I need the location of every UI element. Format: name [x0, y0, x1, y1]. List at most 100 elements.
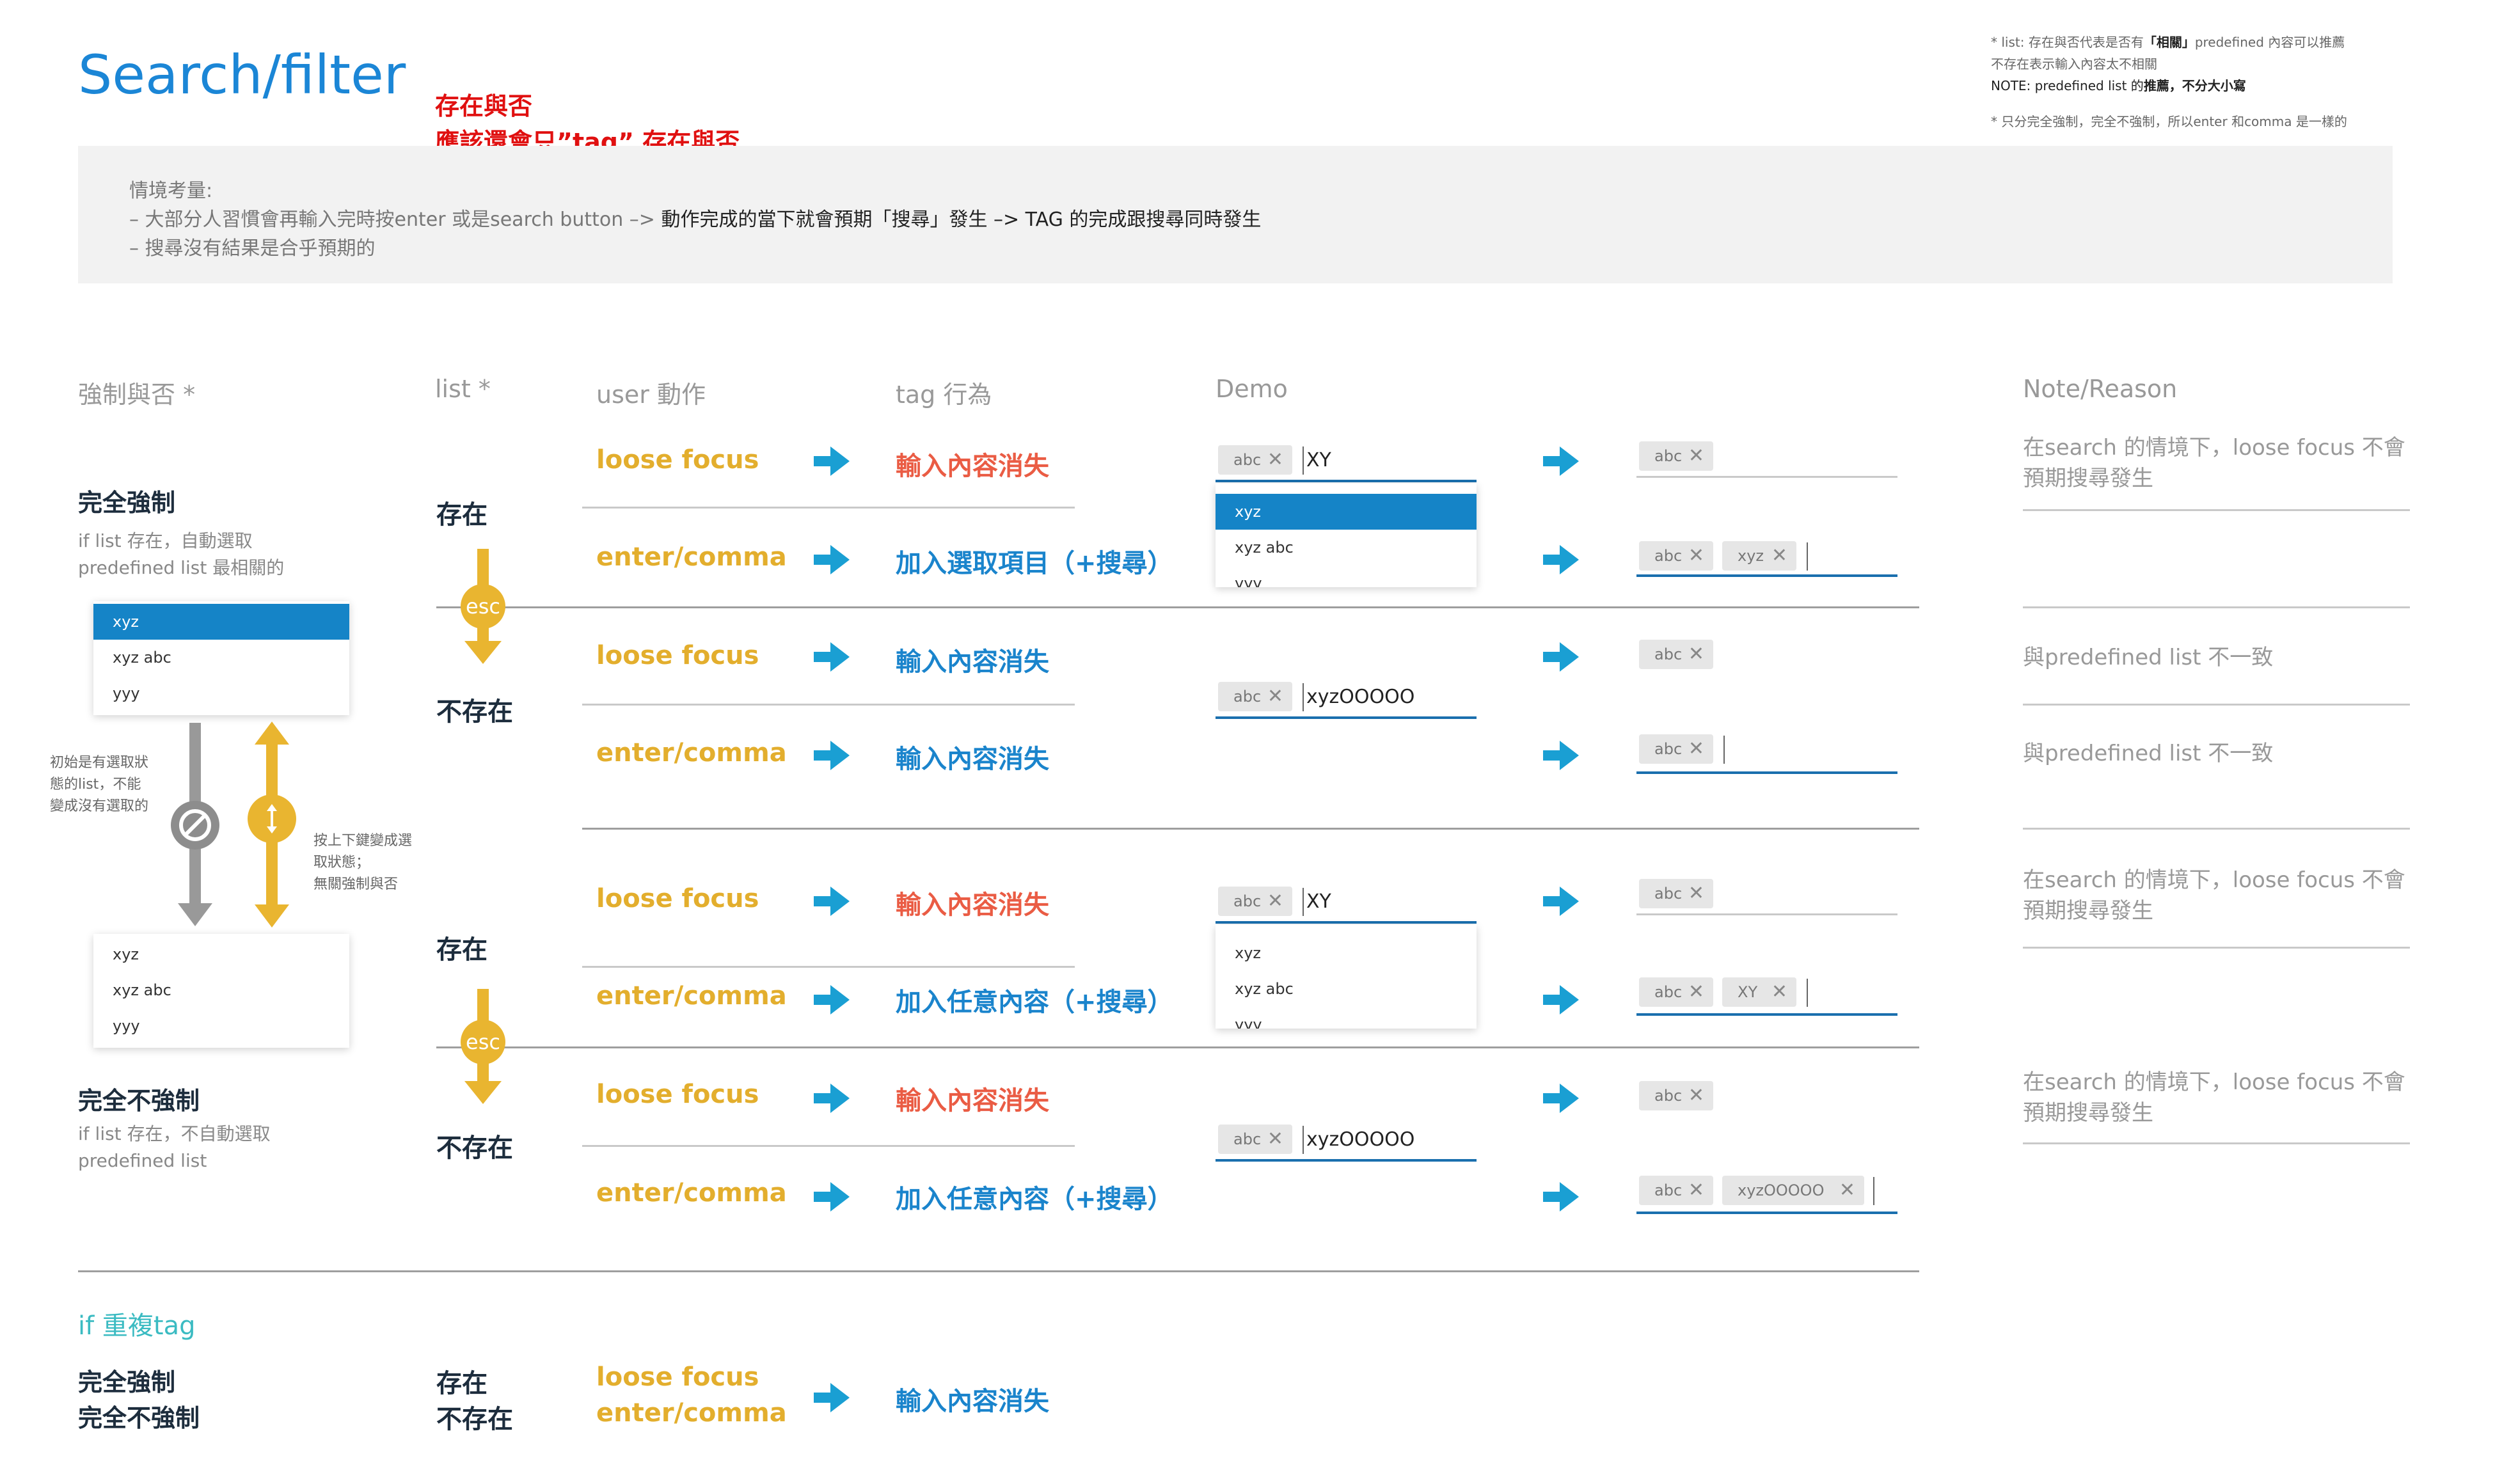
right-arrow-icon — [1543, 545, 1579, 574]
right-arrow-icon — [1543, 1182, 1579, 1212]
suggestion-dropdown: xyz xyz abc yyy — [1216, 925, 1477, 1029]
tag-chip[interactable]: abc✕ — [1218, 445, 1292, 475]
note-divider — [2023, 1142, 2410, 1144]
close-icon[interactable]: ✕ — [1688, 445, 1704, 467]
right-arrow-icon — [814, 642, 850, 672]
divider — [436, 1046, 1919, 1048]
input-underline — [1216, 716, 1477, 719]
list-item[interactable]: xyz — [1216, 494, 1477, 530]
close-icon[interactable]: ✕ — [1688, 544, 1704, 567]
list-item[interactable]: xyz — [113, 945, 139, 963]
close-icon[interactable]: ✕ — [1839, 1179, 1855, 1201]
action-loose-focus: loose focus — [596, 884, 759, 913]
tag-chip[interactable]: xyzOOOOO✕ — [1722, 1176, 1864, 1205]
list-not-exists-label: 不存在 — [436, 697, 513, 727]
action-enter-comma: enter/comma — [596, 981, 787, 1011]
right-arrow-icon — [814, 545, 850, 574]
section-no-force-desc-2: predefined list — [78, 1150, 207, 1171]
list-item[interactable]: xyz abc — [1235, 980, 1294, 998]
tag-chip[interactable]: abc✕ — [1218, 1125, 1292, 1154]
list-item[interactable]: xyz — [93, 604, 349, 640]
note-divider — [2023, 606, 2410, 608]
input-underline — [1216, 921, 1477, 924]
typed-text[interactable]: xyzOOOOO — [1306, 1128, 1415, 1151]
duplicate-action-1: loose focus — [596, 1362, 759, 1392]
tag-chip[interactable]: abc✕ — [1639, 1081, 1713, 1110]
list-item[interactable]: xyz abc — [113, 981, 171, 999]
behavior-add-any: 加入任意內容（+搜尋） — [896, 1185, 1173, 1214]
typed-text[interactable]: XY — [1306, 449, 1331, 471]
list-item[interactable]: xyz — [1235, 944, 1262, 962]
duplicate-tag-title: if 重複tag — [78, 1311, 196, 1341]
header-tag-behavior: tag 行為 — [896, 381, 992, 409]
tag-chip[interactable]: abc✕ — [1218, 682, 1292, 711]
right-arrow-icon — [814, 887, 850, 916]
input-underline — [1636, 1212, 1897, 1214]
close-icon[interactable]: ✕ — [1267, 1128, 1283, 1150]
context-line-2: – 搜尋沒有結果是合乎預期的 — [129, 237, 376, 260]
close-icon[interactable]: ✕ — [1267, 448, 1283, 471]
context-box: 情境考量: – 大部分人習慣會再輸入完時按enter 或是search butt… — [78, 146, 2393, 283]
tag-chip[interactable]: abc✕ — [1639, 977, 1713, 1007]
tag-chip[interactable]: abc✕ — [1639, 1176, 1713, 1205]
header-force: 強制與否 * — [78, 381, 196, 409]
tag-chip[interactable]: abc✕ — [1218, 887, 1292, 916]
action-loose-focus: loose focus — [596, 641, 759, 670]
section-no-force-label: 完全不強制 — [78, 1087, 200, 1115]
right-arrow-icon — [1543, 1084, 1579, 1113]
close-icon[interactable]: ✕ — [1688, 981, 1704, 1003]
list-item[interactable]: yyy — [1235, 1016, 1262, 1029]
close-icon[interactable]: ✕ — [1267, 890, 1283, 912]
no-entry-icon — [171, 801, 219, 849]
close-icon[interactable]: ✕ — [1688, 1084, 1704, 1107]
header-note: Note/Reason — [2023, 375, 2178, 403]
input-underline — [1216, 480, 1477, 482]
left-note-1: 初始是有選取狀 — [50, 755, 149, 771]
list-item[interactable]: xyz abc — [1235, 539, 1294, 556]
right-note-3: 無關強制與否 — [313, 876, 399, 892]
close-icon[interactable]: ✕ — [1771, 981, 1787, 1003]
right-arrow-icon — [1543, 741, 1579, 770]
list-item[interactable]: yyy — [113, 1017, 140, 1035]
close-icon[interactable]: ✕ — [1688, 1179, 1704, 1201]
close-icon[interactable]: ✕ — [1688, 738, 1704, 760]
list-item[interactable]: yyy — [1235, 574, 1262, 587]
behavior-disappear: 輸入內容消失 — [896, 647, 1049, 677]
list-item[interactable]: yyy — [113, 684, 140, 702]
duplicate-behavior: 輸入內容消失 — [896, 1387, 1049, 1416]
close-icon[interactable]: ✕ — [1688, 882, 1704, 904]
note-divider — [2023, 947, 2410, 949]
tag-chip[interactable]: abc✕ — [1639, 441, 1713, 471]
tag-chip[interactable]: abc✕ — [1639, 640, 1713, 669]
typed-text[interactable]: xyzOOOOO — [1306, 686, 1415, 708]
input-underline — [1636, 771, 1897, 774]
tag-chip[interactable]: xyz✕ — [1722, 541, 1796, 571]
text-caret — [1303, 446, 1304, 475]
tag-chip[interactable]: XY✕ — [1722, 977, 1796, 1007]
close-icon[interactable]: ✕ — [1688, 643, 1704, 665]
note-divider — [2023, 828, 2410, 830]
tag-chip[interactable]: abc✕ — [1639, 734, 1713, 764]
typed-text[interactable]: XY — [1306, 890, 1331, 913]
note-search-loose-1: 在search 的情境下，loose focus 不會 — [2023, 867, 2405, 893]
duplicate-action-2: enter/comma — [596, 1398, 787, 1428]
top-note-1a: * list: 存在與否代表是否有「相關」predefined 內容可以推薦 — [1991, 35, 2345, 50]
up-down-circle-icon — [248, 794, 296, 843]
right-arrow-icon — [814, 985, 850, 1014]
note-search-loose-2: 預期搜尋發生 — [2023, 1100, 2153, 1126]
example-list-unselected: xyz xyz abc yyy — [93, 934, 349, 1048]
text-caret — [1303, 683, 1304, 711]
close-icon[interactable]: ✕ — [1267, 685, 1283, 707]
tag-chip[interactable]: abc✕ — [1639, 541, 1713, 571]
warning-line-1: 存在與否 — [435, 92, 533, 120]
list-item[interactable]: xyz abc — [113, 649, 171, 667]
note-inconsistent: 與predefined list 不一致 — [2023, 645, 2274, 670]
context-line-1: – 大部分人習慣會再輸入完時按enter 或是search button –> … — [129, 209, 1262, 231]
right-note-1: 按上下鍵變成選 — [313, 833, 413, 849]
text-caret — [1807, 979, 1808, 1007]
tag-chip[interactable]: abc✕ — [1639, 879, 1713, 908]
note-search-loose-1: 在search 的情境下，loose focus 不會 — [2023, 1070, 2405, 1095]
duplicate-list-1: 存在 — [436, 1369, 487, 1398]
close-icon[interactable]: ✕ — [1771, 544, 1787, 567]
list-exists-label: 存在 — [436, 500, 487, 530]
